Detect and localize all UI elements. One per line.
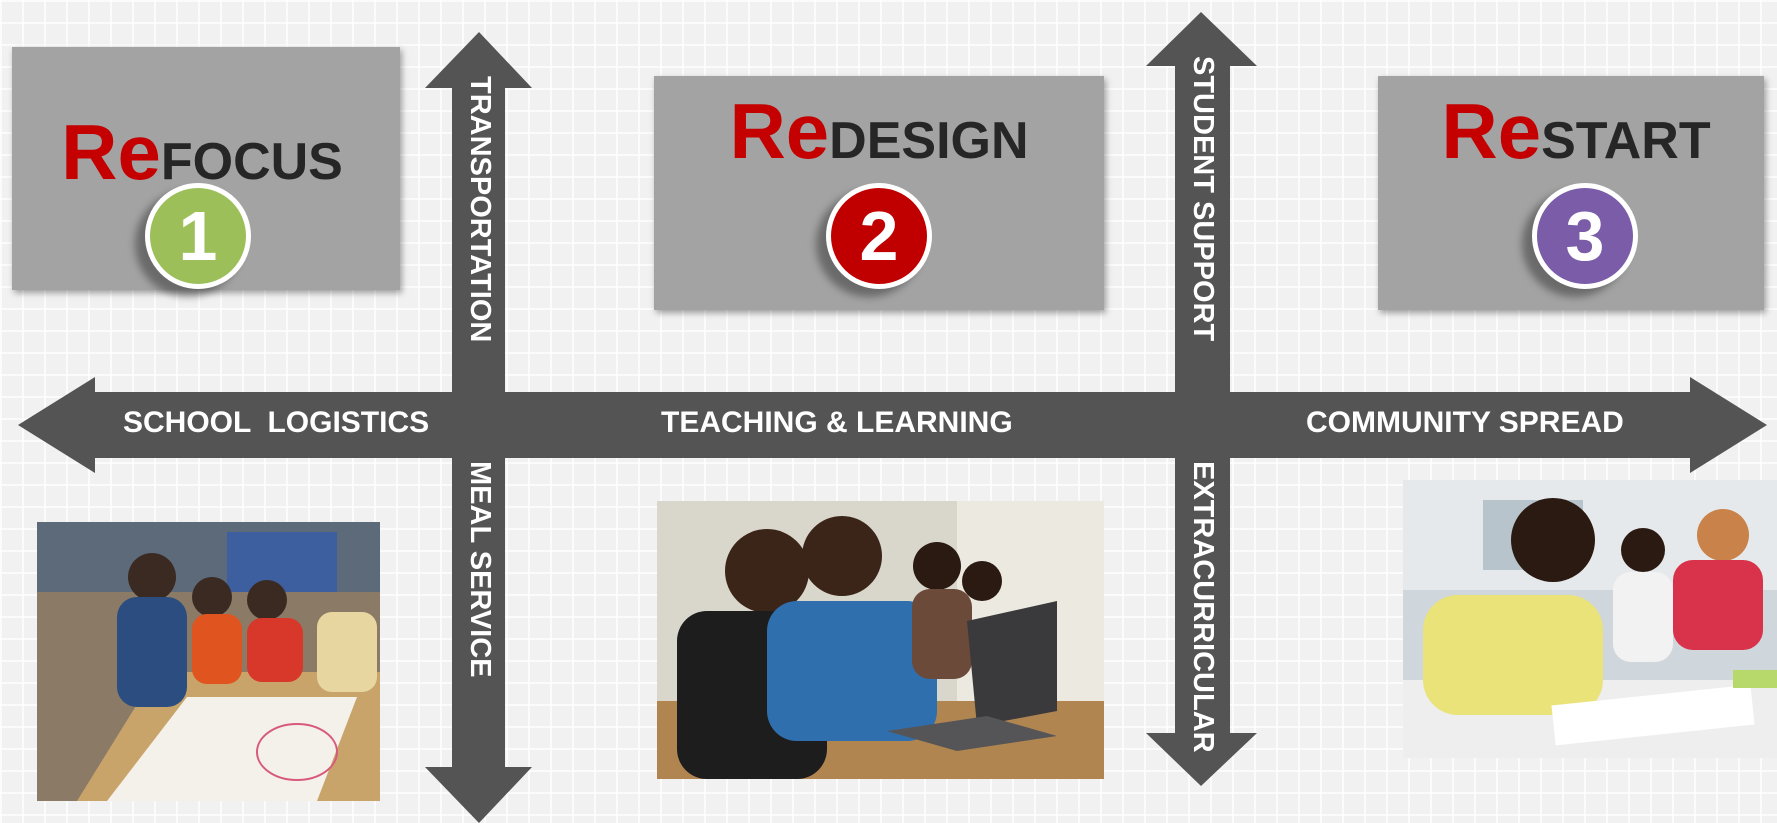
refocus-prefix: Re [61,108,161,196]
restart-prefix: Re [1441,87,1542,175]
right-vertical-double-arrow [1146,12,1257,786]
community-spread-label: COMMUNITY SPREAD [1306,406,1624,439]
school-logistics-label: SCHOOL LOGISTICS [123,406,430,439]
step-2-badge: 2 [826,183,932,289]
step-1-badge: 1 [145,183,251,289]
transportation-label: TRANSPORTATION [464,76,496,343]
meal-service-label: MEAL SERVICE [464,461,496,678]
restart-title: ReSTART [1388,86,1764,177]
student-writing-photo [1403,480,1777,758]
step-3-badge: 3 [1532,183,1638,289]
restart-word: START [1541,112,1711,170]
extracurricular-label: EXTRACURRICULAR [1187,461,1219,753]
redesign-word: DESIGN [829,112,1029,170]
student-support-label: STUDENT SUPPORT [1187,56,1219,342]
refocus-title: ReFOCUS [4,107,400,198]
students-collaborating-photo [37,522,380,801]
students-laptop-photo [657,501,1104,779]
redesign-prefix: Re [729,87,830,175]
left-vertical-double-arrow [425,32,532,823]
refocus-word: FOCUS [160,133,343,191]
teaching-learning-label: TEACHING & LEARNING [661,406,1013,439]
redesign-title: ReDESIGN [654,86,1104,177]
